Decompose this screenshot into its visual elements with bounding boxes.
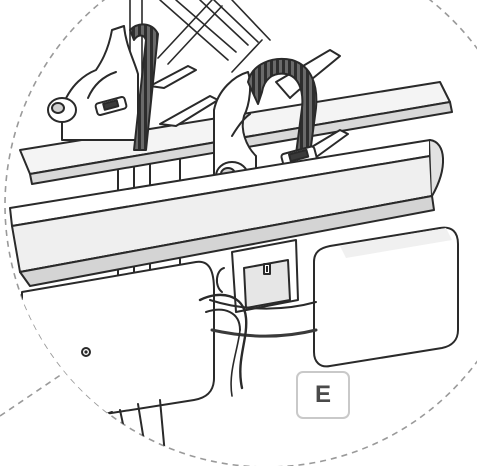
left-wheel-holder (61, 25, 219, 141)
step-label-badge: E (296, 371, 350, 419)
lower-right-box (313, 226, 459, 368)
left-buckle (94, 95, 128, 117)
step-label-text: E (314, 381, 331, 408)
callout-leader-line (0, 373, 63, 417)
left-ratchet-strap (129, 23, 159, 151)
left-knob (47, 97, 77, 123)
frame-lattice (129, 0, 271, 81)
cable-tie (198, 293, 248, 397)
rail-underside (19, 195, 435, 287)
lower-left-plate (21, 260, 215, 426)
lower-bar (209, 299, 318, 338)
center-hinge (216, 239, 299, 313)
